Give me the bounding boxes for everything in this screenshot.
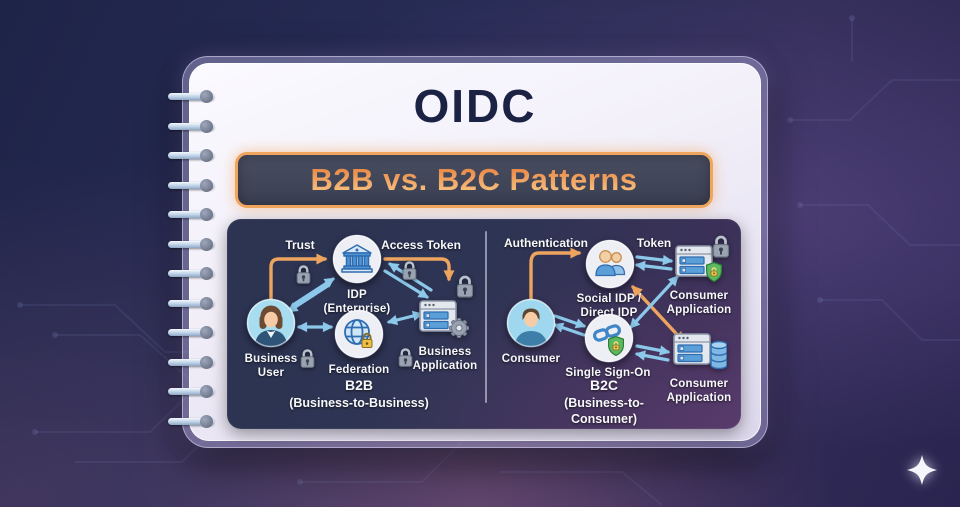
padlock-icon xyxy=(295,263,312,290)
b2b-caption-main: B2B xyxy=(344,377,374,393)
page-title: OIDC xyxy=(413,80,537,132)
people-icon xyxy=(585,239,635,289)
business-user-node xyxy=(246,298,296,348)
arrow-consumer-to-sso xyxy=(553,314,587,329)
spiral-ring xyxy=(168,326,214,339)
bank-icon xyxy=(332,234,382,284)
consumer-application-bottom-label: Consumer Application xyxy=(666,378,732,405)
b2c-caption-sub: (Business-to-Consumer) xyxy=(564,395,644,426)
business-user-label: Business User xyxy=(244,353,298,380)
access-token-arrow-label: Access Token xyxy=(381,238,461,252)
notebook-card: OIDC B2B vs. B2C Patterns xyxy=(189,63,761,441)
business-application-node xyxy=(419,292,471,347)
man-avatar-icon xyxy=(506,298,556,348)
federation-node xyxy=(334,309,384,359)
subtitle-text: B2B vs. B2C Patterns xyxy=(310,162,638,197)
spiral-ring xyxy=(168,296,214,310)
notebook-frame: OIDC B2B vs. B2C Patterns xyxy=(182,56,768,448)
arrow-authentication xyxy=(529,247,582,303)
b2c-caption: B2C (Business-to-Consumer) xyxy=(536,377,673,427)
server-database-icon xyxy=(673,333,728,370)
link-shield-icon xyxy=(584,313,634,363)
authentication-arrow-label: Authentication xyxy=(504,236,588,250)
padlock-icon xyxy=(711,233,731,264)
padlock-icon xyxy=(397,346,414,373)
arrow-token-back xyxy=(634,260,673,272)
consumer-node xyxy=(506,298,556,348)
trust-arrow-label: Trust xyxy=(285,238,315,252)
sparkle-icon xyxy=(907,455,937,485)
social-idp-node xyxy=(585,239,635,289)
sparkle-logo xyxy=(902,450,942,495)
spiral-ring xyxy=(168,355,214,369)
woman-avatar-icon xyxy=(246,298,296,348)
padlock-icon xyxy=(299,347,316,374)
single-sign-on-label: Single Sign-On xyxy=(565,367,651,379)
arrow-access-token xyxy=(383,257,455,282)
spiral-ring xyxy=(168,267,214,280)
social-idp-label: Social IDP / Direct IDP xyxy=(576,293,642,320)
diagram-panel: Trust Access Token xyxy=(227,219,741,429)
arrow-appbottom-to-sso xyxy=(634,350,670,362)
consumer-label: Consumer xyxy=(501,353,561,365)
spiral-ring xyxy=(168,208,214,221)
server-gear-icon xyxy=(419,300,469,338)
arrow-sso-to-appbottom xyxy=(635,344,671,356)
idp-label: IDP (Enterprise) xyxy=(323,289,391,316)
spiral-ring xyxy=(168,119,214,133)
connection-arrows xyxy=(269,247,685,362)
arrow-federation-app xyxy=(386,310,424,326)
padlock-icon xyxy=(401,259,418,286)
padlock-icon xyxy=(455,273,475,304)
b2c-caption-main: B2C xyxy=(589,377,618,393)
spiral-ring xyxy=(168,414,214,428)
arrow-sso-to-consumer xyxy=(552,322,586,337)
federation-label: Federation xyxy=(328,364,390,376)
consumer-application-top-label: Consumer Application xyxy=(666,290,732,317)
arrow-sso-apptop xyxy=(629,275,679,329)
spiral-ring xyxy=(168,237,214,251)
arrow-user-to-idp xyxy=(291,277,335,307)
subtitle-banner: B2B vs. B2C Patterns xyxy=(235,152,713,208)
single-sign-on-node xyxy=(584,313,634,363)
token-arrow-label: Token xyxy=(636,236,672,250)
spiral-ring xyxy=(168,178,214,192)
consumer-application-bottom-node xyxy=(673,327,728,380)
b2b-caption: B2B (Business-to-Business) xyxy=(289,377,429,411)
arrow-trust xyxy=(269,253,328,301)
arrow-idp-to-app xyxy=(383,269,429,299)
idp-node xyxy=(332,234,382,284)
panel-divider xyxy=(485,231,487,403)
spiral-rings xyxy=(168,90,218,450)
b2b-caption-sub: (Business-to-Business) xyxy=(289,395,429,410)
spiral-ring xyxy=(168,149,214,162)
business-application-label: Business Application xyxy=(412,346,478,373)
spiral-ring xyxy=(168,385,214,398)
arrow-idp-to-user xyxy=(287,283,331,313)
arrow-token-out xyxy=(635,254,674,266)
spiral-ring xyxy=(168,90,214,103)
globe-lock-icon xyxy=(334,309,384,359)
